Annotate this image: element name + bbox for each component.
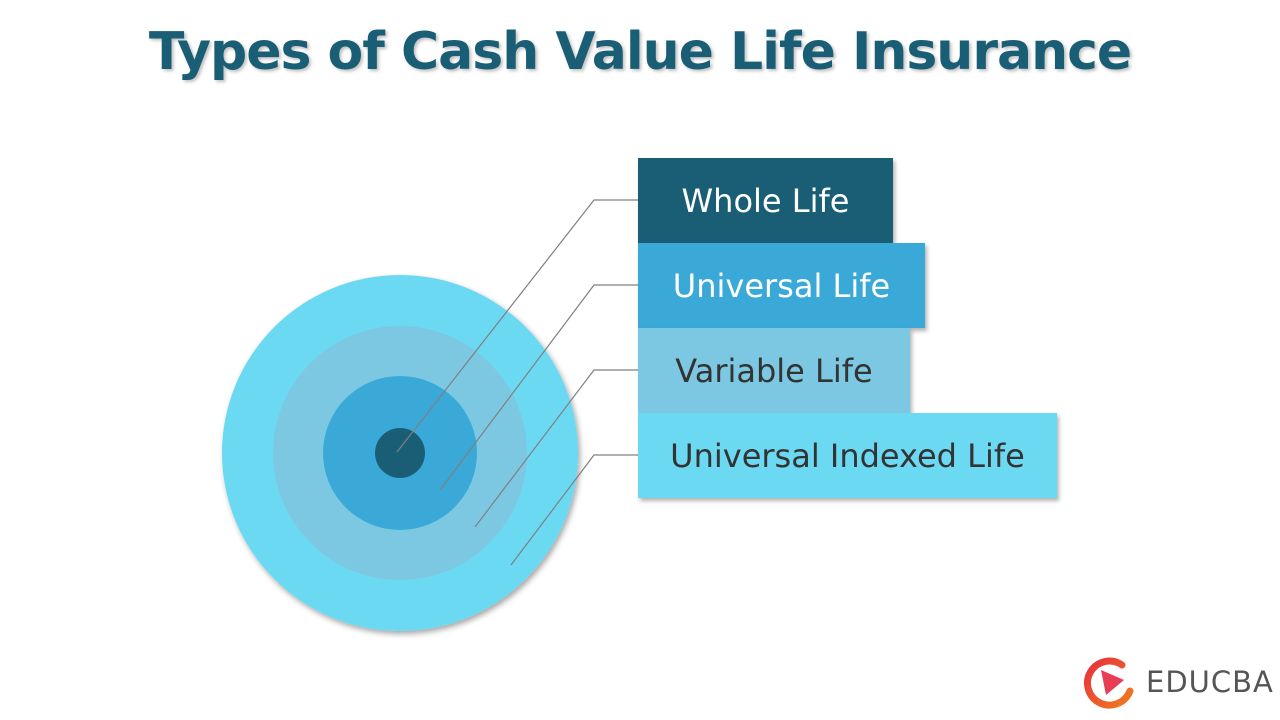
page-title: Types of Cash Value Life Insurance bbox=[148, 22, 1132, 82]
connector-line-universal-indexed-life bbox=[510, 454, 638, 566]
brand-name: EDUCBA bbox=[1146, 665, 1274, 699]
connector-line-whole-life bbox=[396, 199, 638, 453]
connector-line-variable-life bbox=[474, 369, 638, 528]
label-text: Universal Life bbox=[672, 266, 891, 305]
label-box-variable-life: Variable Life bbox=[638, 328, 910, 413]
label-box-universal-life: Universal Life bbox=[638, 243, 925, 328]
label-box-whole-life: Whole Life bbox=[638, 158, 893, 243]
label-text: Variable Life bbox=[675, 351, 873, 390]
label-text: Universal Indexed Life bbox=[670, 436, 1025, 475]
label-text: Whole Life bbox=[681, 181, 850, 220]
connector-line-universal-life bbox=[439, 284, 638, 491]
ring-whole-life bbox=[375, 428, 425, 478]
educba-logo: EDUCBA bbox=[1082, 655, 1274, 709]
label-box-universal-indexed-life: Universal Indexed Life bbox=[638, 413, 1057, 498]
play-logo-icon bbox=[1084, 657, 1134, 709]
